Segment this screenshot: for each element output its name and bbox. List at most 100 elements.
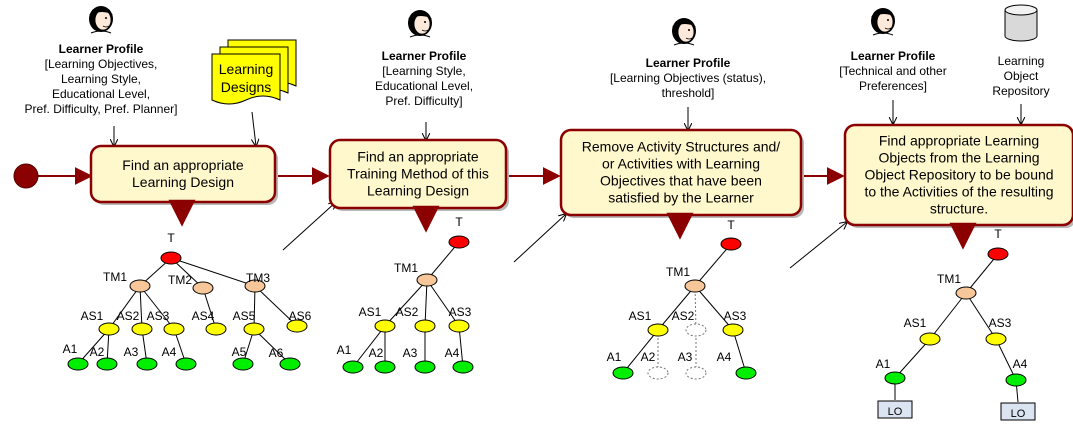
tree-node-label: TM1 — [394, 261, 418, 275]
process-step-text: Object Repository to be bound — [864, 167, 1053, 183]
tree-node-label: A2 — [641, 350, 656, 364]
learner-profile-line: Educational Level, — [375, 79, 473, 93]
tree-edge — [139, 285, 175, 330]
tree-node-a — [175, 357, 197, 371]
learner-profile-title: Learner Profile — [382, 49, 467, 63]
tree-node-label: A2 — [369, 346, 384, 360]
person-head-icon — [408, 10, 432, 38]
icons-layer — [13, 4, 1038, 189]
process-step-text: structure. — [930, 201, 988, 217]
person-head-icon — [871, 8, 895, 36]
tree-node-label: A4 — [717, 350, 732, 364]
tree-edge — [694, 285, 697, 331]
process-step-text: Find an appropriate — [122, 157, 244, 173]
learner-profile-line: [Learning Objectives, — [45, 57, 158, 71]
tree-node-as — [163, 322, 185, 336]
tree-node-label: AS3 — [147, 309, 170, 323]
process-step-text: satisfied by the Learner — [608, 190, 754, 206]
tree-edge — [426, 279, 460, 327]
tree-node-a — [279, 357, 301, 371]
tree-edge — [254, 285, 298, 327]
designs-input-arrow — [252, 111, 256, 146]
tree-node-removed — [685, 366, 707, 380]
process-step-text: or Activities with Learning — [602, 156, 760, 172]
tree-node-label: AS2 — [117, 309, 140, 323]
tree-edge — [139, 285, 143, 330]
tree-node-a — [612, 366, 634, 380]
tree-node-label: TM1 — [666, 265, 690, 279]
learner-profile-line: [Technical and other — [839, 64, 946, 78]
learner-profile-line: [Learning Style, — [382, 64, 465, 78]
tree-node-label: AS3 — [449, 305, 472, 319]
tree-node-a — [67, 357, 89, 371]
learner-profile-line: Learning Style, — [61, 72, 141, 86]
tree-node-label: A3 — [124, 345, 139, 359]
tree-node-label: A6 — [269, 346, 284, 360]
structure-feed-arrow-2 — [513, 214, 566, 263]
learner-profile-title: Learner Profile — [646, 56, 731, 70]
tree-node-root — [448, 235, 470, 249]
tree-node-label: AS4 — [192, 309, 215, 323]
tree-node-a — [884, 371, 906, 385]
tree-node-label: A4 — [445, 346, 460, 360]
tree-edge — [426, 241, 460, 281]
tree-node-a — [1005, 373, 1027, 387]
learner-profile-line: Educational Level, — [52, 87, 150, 101]
tree-node-label: A4 — [1013, 357, 1028, 371]
tree-node-label: AS1 — [81, 309, 104, 323]
tree-node-label: A5 — [232, 345, 247, 359]
tree-node-root — [987, 247, 1009, 261]
tree-edge — [424, 279, 428, 327]
tree-edge — [694, 243, 732, 287]
tree-node-label: A1 — [607, 350, 622, 364]
tree-node-as — [647, 323, 669, 337]
person-head-icon — [89, 6, 113, 34]
tree-node-label: TM1 — [937, 272, 961, 286]
tree-node-root — [720, 237, 742, 251]
tree-node-label: AS2 — [672, 309, 695, 323]
tree-edge — [657, 285, 696, 331]
person-head-icon — [672, 18, 696, 46]
tree-node-label: AS3 — [724, 309, 747, 323]
learner-profile-line: threshold] — [662, 86, 715, 100]
tree-node-as — [205, 322, 227, 336]
tree-edge — [77, 328, 110, 365]
learning-object-node — [1000, 402, 1036, 421]
tree-node-label: AS1 — [629, 309, 652, 323]
tree-node-tm — [955, 286, 977, 300]
repository-label: Object — [1004, 69, 1039, 83]
tree-node-label: AS1 — [904, 316, 927, 330]
learner-profile-1: Learner Profile[Learning Objectives,Lear… — [25, 42, 178, 116]
tree-node-removed — [647, 366, 669, 380]
tree-node-as — [414, 319, 436, 333]
process-step-text: Remove Activity Structures and/ — [582, 139, 781, 155]
learner-profile-2: Learner Profile[Learning Style,Education… — [375, 49, 473, 108]
learning-object-label: LO — [1011, 408, 1026, 420]
repository-label: Repository — [992, 84, 1049, 98]
learning-object-label: LO — [888, 406, 903, 418]
tree-node-as — [243, 322, 265, 336]
tree-node-a — [232, 357, 254, 371]
tree-node-label: TM1 — [103, 270, 127, 284]
process-step-text: Objects from the Learning — [878, 150, 1039, 166]
tree-edge — [929, 292, 967, 340]
database-cylinder-icon — [1004, 4, 1038, 42]
tree-node-label: AS6 — [289, 309, 312, 323]
learner-profile-line: Preferences] — [859, 79, 927, 93]
process-step-text: Learning Design — [132, 174, 234, 190]
tree-node-as — [448, 319, 470, 333]
tree-edge — [384, 279, 428, 327]
tree-node-label: TM2 — [168, 273, 192, 287]
tree-edge — [995, 338, 1017, 381]
process-step-3: Remove Activity Structures and/or Activi… — [559, 128, 804, 240]
tree-node-a — [452, 360, 474, 374]
tree-edge — [253, 285, 256, 330]
